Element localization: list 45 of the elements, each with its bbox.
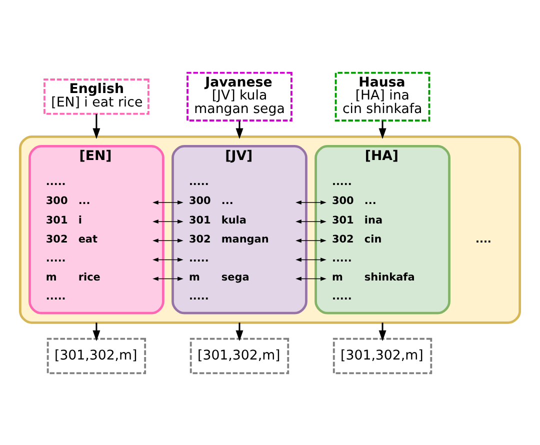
node-text: .....: [46, 290, 66, 302]
node-text: .....: [46, 176, 66, 188]
node-text: m shinkafa: [332, 271, 415, 283]
node-box: Javanese [JV] kula mangan sega: [186, 71, 292, 121]
arrow: [152, 238, 184, 242]
node-text: 302 cin: [332, 232, 382, 245]
arrow: [296, 200, 326, 204]
arrow: [236, 322, 244, 341]
node-text: 302 mangan: [188, 232, 269, 245]
node-text: 301 i: [46, 214, 82, 226]
arrow: [152, 219, 184, 224]
arrow: [152, 276, 184, 280]
node-text: 301 ina: [332, 214, 383, 226]
arrow: [378, 120, 386, 139]
node-text: 302 eat: [46, 232, 98, 245]
node-text: .....: [46, 252, 66, 264]
node-text: .....: [188, 252, 209, 264]
node-box: Hausa [HA] ina cin shinkafa: [334, 71, 430, 121]
node-text: 300 ...: [332, 194, 376, 207]
node-text: .....: [188, 290, 209, 302]
arrow: [378, 322, 386, 341]
arrow: [152, 200, 184, 204]
node-text: m sega: [188, 271, 250, 283]
node-text: m rice: [46, 271, 100, 283]
node-box: [301,302,m]: [332, 337, 432, 374]
node-text: 300 ...: [46, 194, 90, 207]
arrow: [296, 238, 326, 242]
arrow: [296, 219, 326, 224]
arrow: [92, 113, 100, 139]
arrow: [92, 322, 100, 341]
node-text: .....: [332, 176, 352, 188]
arrow: [152, 257, 184, 262]
cluster: [18, 135, 522, 324]
arrow: [296, 257, 326, 262]
node-text: .....: [332, 290, 352, 302]
node-text: .....: [332, 252, 352, 264]
node-box: [301,302,m]: [190, 337, 290, 374]
node-text: 300 ...: [188, 194, 234, 207]
arrow: [236, 120, 244, 139]
arrow: [296, 276, 326, 280]
label: ....: [475, 232, 492, 245]
node-box: English [EN] i eat rice: [44, 78, 150, 114]
node-box: [301,302,m]: [46, 337, 146, 374]
node-text: .....: [188, 176, 209, 188]
node-text: 301 kula: [188, 214, 246, 226]
